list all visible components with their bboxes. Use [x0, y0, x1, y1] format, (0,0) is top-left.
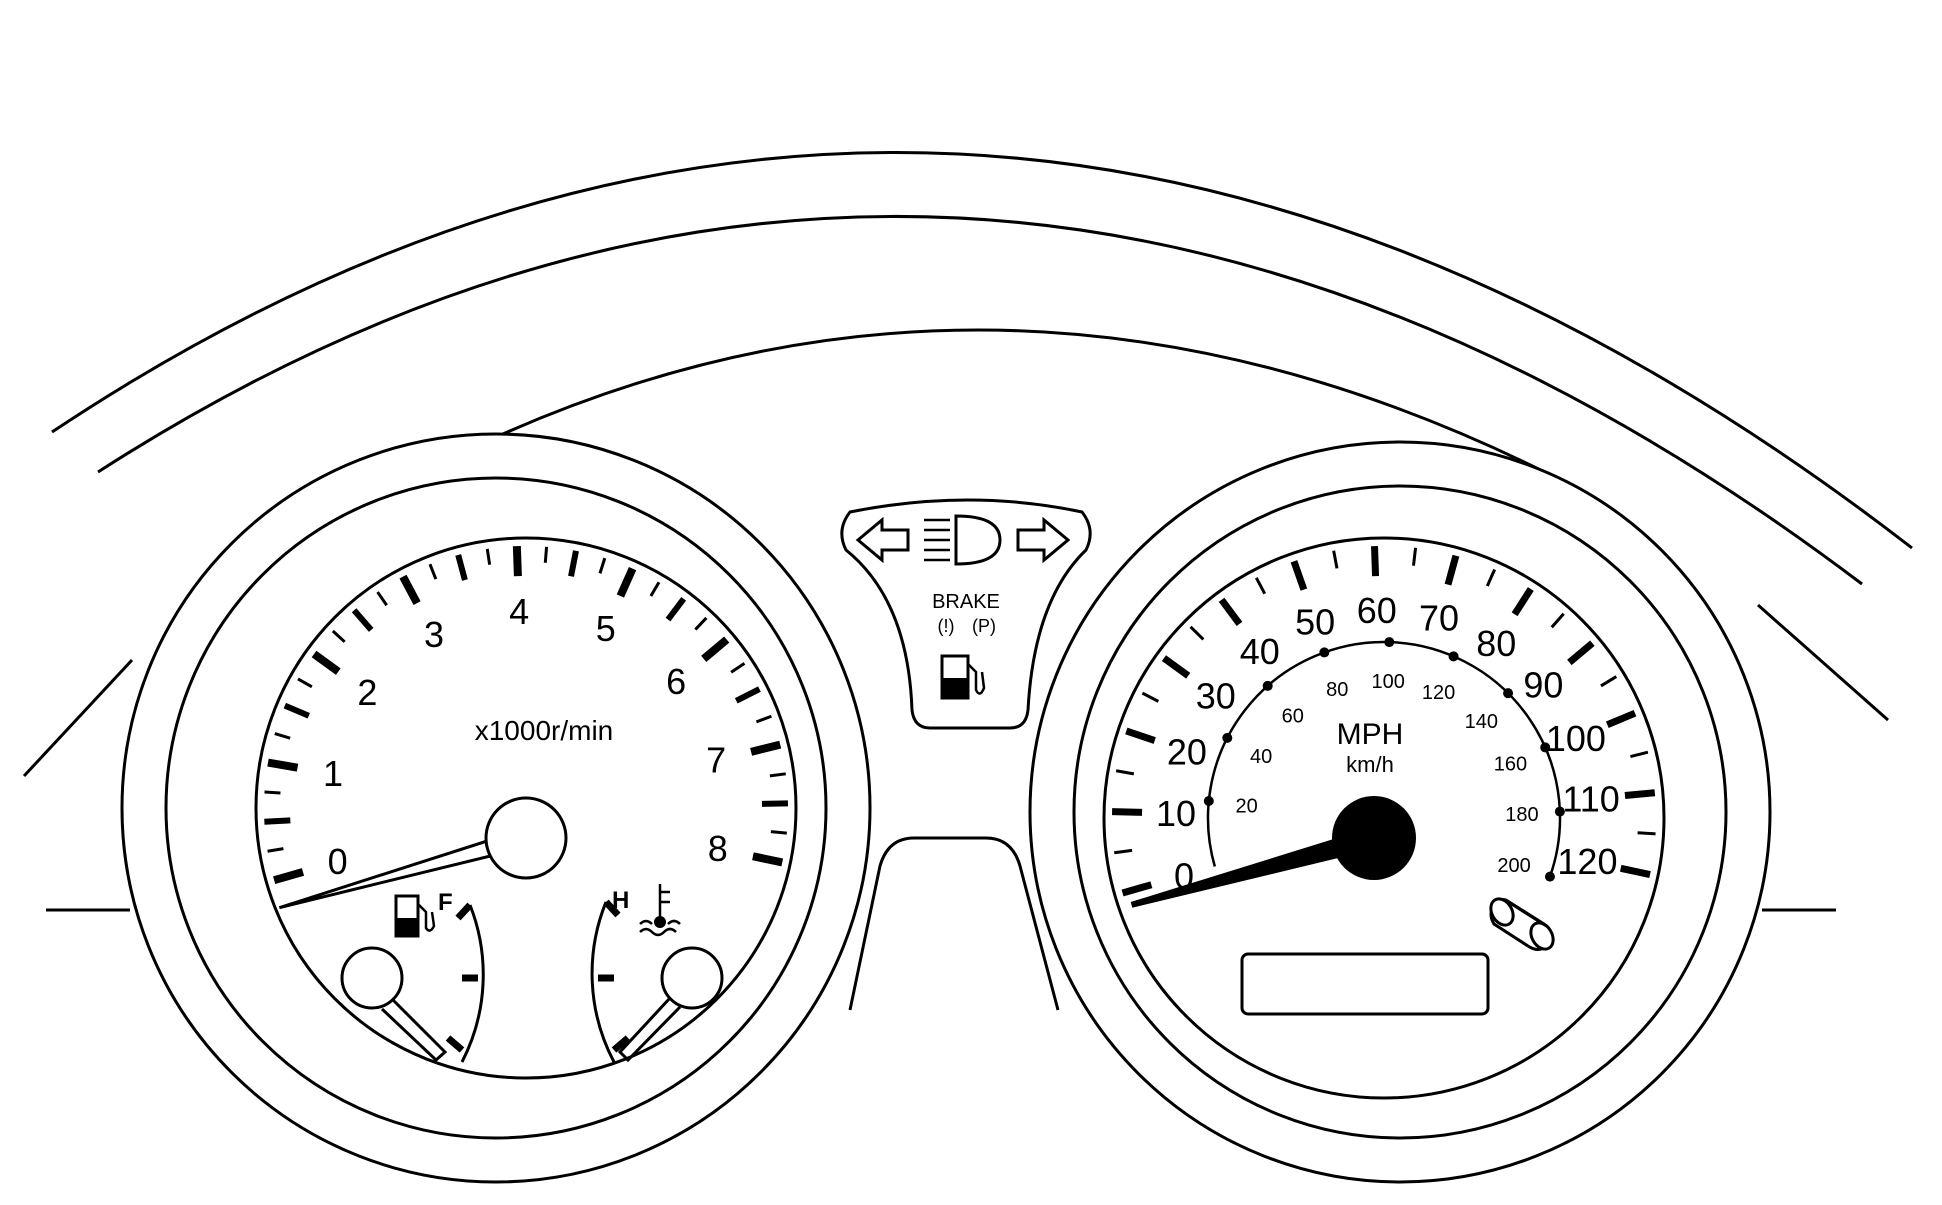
fuel-gauge-hub — [342, 948, 402, 1008]
brake-warning-symbol-1: (!) — [938, 616, 955, 636]
speedometer-kmh-label: 60 — [1282, 705, 1304, 727]
speedometer-kmh-dot — [1545, 872, 1555, 882]
speedometer-mph-label: 20 — [1167, 731, 1207, 772]
odometer-display — [1242, 954, 1488, 1014]
speedometer-mph-label: 70 — [1419, 597, 1459, 638]
speedometer-mph-label: 10 — [1156, 793, 1196, 834]
tachometer-tick — [770, 774, 786, 776]
speedometer-mph-tick — [1638, 833, 1656, 834]
speedometer-kmh-dot — [1540, 742, 1550, 752]
tachometer-label: 3 — [424, 614, 444, 655]
speedometer-kmh-dot — [1503, 688, 1513, 698]
speedometer-mph-tick — [1375, 546, 1376, 576]
left-turn-signal-icon — [858, 520, 908, 560]
tachometer-label: 0 — [328, 841, 348, 882]
tachometer-label: 4 — [509, 591, 529, 632]
tachometer-tick — [264, 792, 280, 793]
speedometer-kmh-label: 180 — [1505, 804, 1538, 826]
tachometer-tick — [771, 832, 787, 834]
center-bridge — [850, 838, 1058, 1010]
speedometer-mph-tick — [1413, 548, 1415, 566]
speedometer-kmh-label: 100 — [1371, 671, 1404, 693]
speedometer-kmh-label: 140 — [1465, 711, 1498, 733]
speedometer-needle-hub — [1332, 796, 1416, 880]
tachometer-tick — [264, 820, 290, 821]
speedometer-mph-label: 50 — [1295, 602, 1335, 643]
right-bezel-line — [1758, 605, 1888, 720]
speedometer-kmh-label: 200 — [1497, 855, 1530, 877]
speedometer-kmh-dot — [1449, 651, 1459, 661]
brake-warning-symbol-2: (P) — [972, 616, 996, 636]
speedometer-mph-label: 80 — [1476, 623, 1516, 664]
tachometer-tick — [268, 763, 298, 768]
speedometer-mph-label: 110 — [1562, 779, 1619, 820]
tachometer-label: 6 — [666, 661, 686, 702]
speedometer-mph-label: 90 — [1523, 664, 1563, 705]
tachometer-tick — [545, 547, 546, 563]
speedometer-kmh-label: 40 — [1250, 746, 1272, 768]
tachometer-needle-hub — [486, 798, 566, 878]
speedometer-mph-label: 60 — [1357, 590, 1397, 631]
tachometer-unit-label: x1000r/min — [475, 715, 614, 746]
fuel-gauge-full-label: F — [438, 889, 453, 916]
tachometer-label: 2 — [357, 672, 377, 713]
brake-warning-label: BRAKE — [932, 591, 1000, 613]
speedometer-kmh-label: 20 — [1236, 796, 1258, 818]
tachometer: 0 12 3 4 5 67 8 x1000r/min — [122, 434, 870, 1182]
tachometer-label: 1 — [323, 753, 343, 794]
speedometer-kmh-dot — [1555, 807, 1565, 817]
speedometer-kmh-label: 80 — [1326, 679, 1348, 701]
speedometer-mph-label: 40 — [1240, 631, 1280, 672]
speedometer-kmh-dot — [1319, 647, 1329, 657]
speedometer-kmh-dot — [1204, 796, 1214, 806]
right-turn-signal-icon — [1018, 520, 1068, 560]
tachometer-tick — [517, 546, 518, 576]
speedometer-kmh-label: 160 — [1494, 754, 1527, 776]
speedometer-mph-label: 120 — [1557, 841, 1617, 882]
left-bezel-line — [24, 660, 132, 776]
speedometer-mph-label: 100 — [1546, 718, 1606, 759]
low-fuel-warning-icon — [942, 656, 984, 698]
speedometer-mph-label: 30 — [1196, 676, 1236, 717]
tachometer-label: 5 — [596, 608, 616, 649]
speedometer-mph-tick — [1625, 793, 1655, 796]
temp-gauge-hot-label: H — [612, 887, 629, 914]
speedometer-kmh-dot — [1384, 637, 1394, 647]
speedometer-mph-tick — [1112, 812, 1142, 813]
tachometer-label: 7 — [706, 740, 726, 781]
speedometer-unit-kmh: km/h — [1346, 752, 1394, 777]
speedometer-kmh-label: 120 — [1422, 682, 1455, 704]
tachometer-label: 8 — [708, 828, 728, 869]
speedometer-kmh-dot — [1222, 733, 1232, 743]
speedometer-kmh-dot — [1263, 681, 1273, 691]
high-beam-icon — [924, 516, 1000, 564]
speedometer-unit-mph: MPH — [1337, 718, 1404, 751]
